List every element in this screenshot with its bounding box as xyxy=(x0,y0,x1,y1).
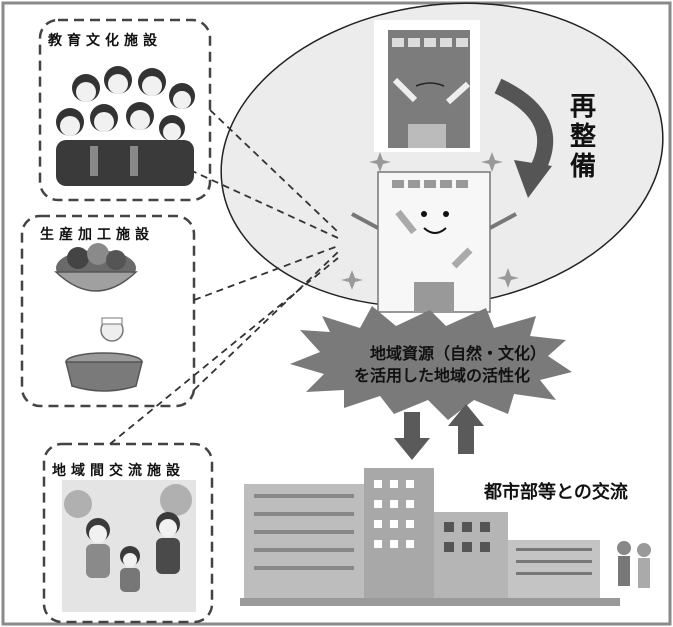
family-illustration xyxy=(62,480,196,612)
production-box xyxy=(20,214,196,408)
city-exchange-label: 都市部等との交流 xyxy=(484,482,628,503)
education-box xyxy=(38,18,212,202)
redevelopment-label: 再整備 xyxy=(569,92,596,182)
cloud-text-line1: 地域資源（自然・文化） xyxy=(370,344,547,363)
cook-pot-illustration xyxy=(65,317,143,392)
cloud-text-line2: を活用した地域の活性化 xyxy=(354,366,531,385)
damaged-building-illustration xyxy=(374,20,480,152)
sparkles xyxy=(341,152,519,290)
city-illustration xyxy=(240,468,651,606)
exchange-arrows xyxy=(394,404,484,460)
interregional-box xyxy=(42,442,214,624)
activation-cloud xyxy=(290,306,572,420)
production-facility-label: 生産加工施設 xyxy=(40,227,154,243)
renewed-building-illustration xyxy=(351,171,517,313)
education-facility-label: 教育文化施設 xyxy=(48,33,162,49)
redevelop-arrow xyxy=(494,78,554,198)
students-illustration xyxy=(56,66,195,186)
vegetable-basket-illustration xyxy=(54,243,138,292)
connector-lines xyxy=(109,109,339,445)
interregional-facility-label: 地域間交流施設 xyxy=(52,463,185,479)
